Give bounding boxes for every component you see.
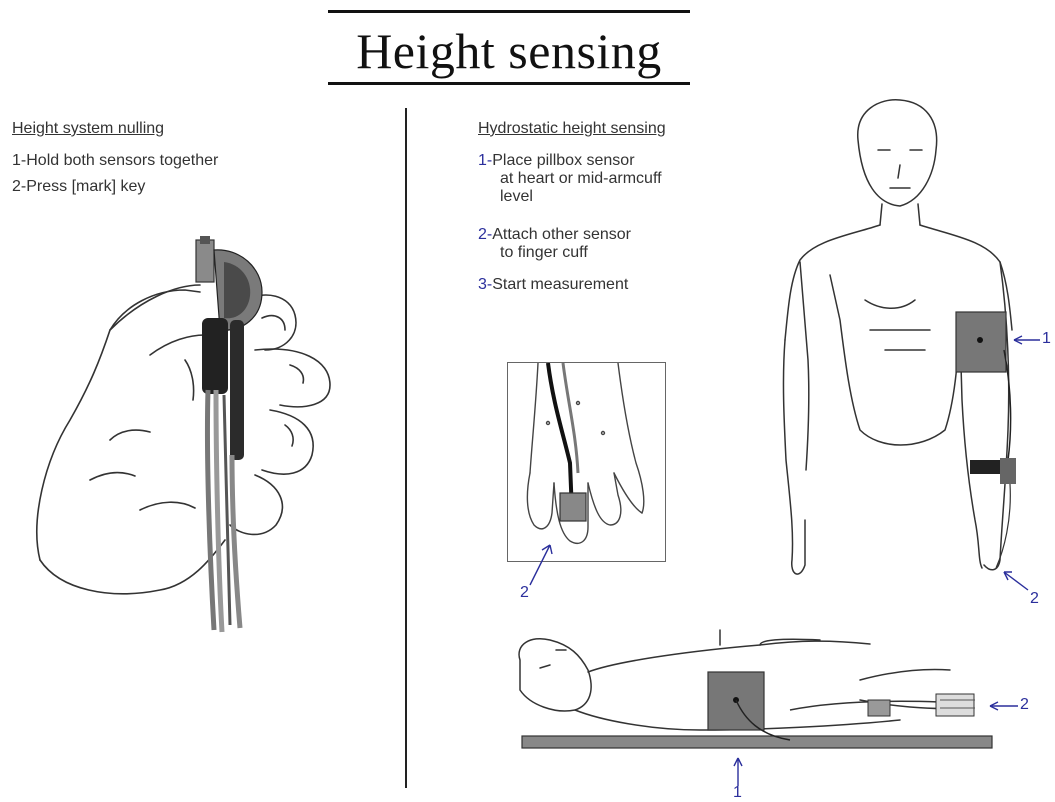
- arrow-arm-finger: [1004, 572, 1028, 590]
- step-number: 1: [478, 152, 487, 169]
- hydrostatic-heading: Hydrostatic height sensing: [478, 120, 666, 138]
- bed-board: [522, 736, 992, 748]
- arm-pillbox-cuff: [956, 312, 1011, 460]
- step-line: level: [478, 188, 662, 206]
- callout-supine-finger: 2: [1020, 696, 1029, 714]
- callout-arm-pillbox: 1: [1042, 330, 1051, 348]
- step-number: 3: [478, 276, 487, 293]
- step-line: Place pillbox sensor: [492, 152, 634, 169]
- step-line: to finger cuff: [478, 244, 631, 262]
- supine-figure: [519, 630, 992, 748]
- callout-inset-finger: 2: [520, 584, 529, 602]
- hydrostatic-step-2: 2-Attach other sensor to finger cuff: [478, 226, 631, 262]
- hydrostatic-step-3: 3-Start measurement: [478, 276, 628, 294]
- step-line: at heart or mid-armcuff: [478, 170, 662, 188]
- wrist-band: [970, 458, 1016, 568]
- finger-cuff-inset: [507, 362, 666, 562]
- hand-holding-sensors-illustration: [0, 0, 400, 802]
- step-line: Attach other sensor: [492, 226, 631, 243]
- column-divider: [405, 108, 407, 788]
- step-line: Start measurement: [492, 276, 628, 293]
- callout-supine-pillbox: 1: [733, 784, 742, 802]
- callout-arm-finger: 2: [1030, 590, 1039, 608]
- hand-finger-cuff-illustration: [508, 363, 665, 561]
- height-sensors: [196, 236, 262, 632]
- step-number: 2: [478, 226, 487, 243]
- hydrostatic-step-1: 1-Place pillbox sensor at heart or mid-a…: [478, 152, 662, 206]
